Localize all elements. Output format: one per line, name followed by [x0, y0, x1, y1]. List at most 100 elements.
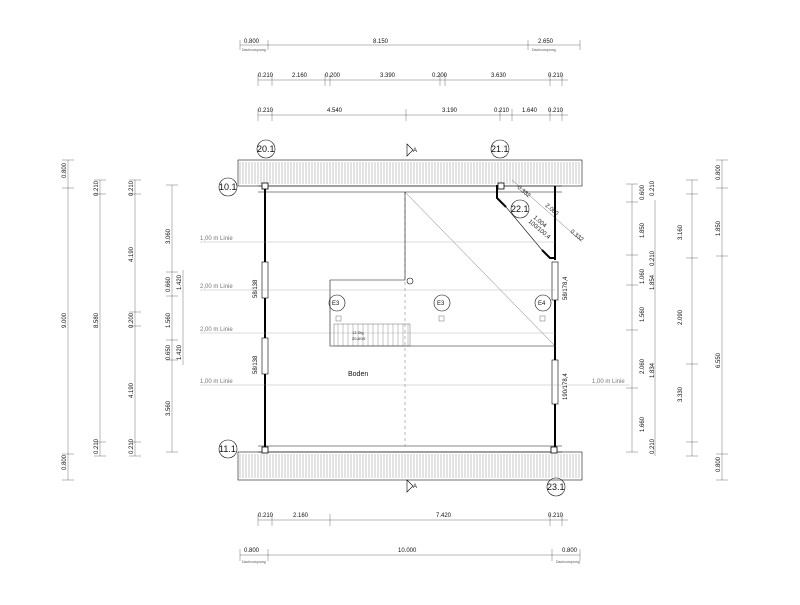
stair-label-size: 20,8/19: [352, 336, 366, 341]
right-dimension-chains: 0.600 1.850 1.060 1.560 2.060 1.660 0.21…: [626, 159, 728, 481]
left-dim-outer-1: 0.800: [62, 162, 68, 178]
window-label-left-1: 58/138: [253, 279, 259, 298]
stair-label-steps: 13 Stg: [352, 330, 364, 335]
right-dim-inner-5: 2.060: [640, 358, 646, 374]
right-dim-inner-1: 0.600: [640, 184, 646, 200]
marker-e3-mid: E3: [437, 301, 445, 307]
window-label-right-1: 58/178,4: [563, 276, 569, 300]
right-dim-outer-1: 0.800: [716, 164, 722, 180]
left-dim-innermost-2: 0.660: [166, 276, 172, 292]
left-dim-mid-1: 0.210: [94, 180, 100, 196]
bottom-dim-1-1: 0.210: [258, 513, 274, 519]
top-dim-2-3: 0.200: [325, 73, 341, 79]
left-dim-extra-2: 1.420: [177, 344, 183, 360]
right-dim-mid-1: 3.160: [678, 224, 684, 240]
exterior-walls: [258, 182, 562, 454]
grid-label-22-1: 22.1: [511, 204, 529, 214]
bottom-dim-2-2: 10.000: [398, 548, 417, 554]
left-dim-inner-2: 4.190: [129, 246, 135, 262]
section-label-bottom: A: [413, 484, 417, 490]
right-dim-mid-2: 2.090: [678, 309, 684, 325]
height-lines: 1,00 m Linie 2,00 m Linie 2,00 m Linie 1…: [200, 236, 630, 386]
top-dim-1-2: 8.150: [373, 39, 389, 45]
top-dim-1-1: 0.800: [244, 39, 260, 45]
equipment-markers: E3 E3 E4: [328, 294, 552, 312]
line-label-3: 2,00 m Linie: [200, 327, 233, 333]
window-label-left-2: 58/138: [253, 355, 259, 374]
line-label-4: 1,00 m Linie: [200, 379, 233, 385]
wall-windows: 58/138 58/138 58/178,4 190/178,4: [253, 261, 569, 405]
right-dim-inner2-4: 1.834: [650, 362, 656, 378]
left-dim-extra-1: 1.420: [177, 274, 183, 290]
grid-axis-21-1: 21.1: [490, 139, 510, 159]
left-dim-mid-3: 0.210: [94, 438, 100, 454]
svg-text:Dachvorsprung: Dachvorsprung: [242, 48, 266, 52]
grid-axis-20-1: 20.1: [256, 139, 276, 159]
grid-label-23-1: 23.1: [547, 482, 565, 492]
right-dim-mid-3: 3.330: [678, 386, 684, 402]
bottom-dimension-chains: 0.210 2.160 7.420 0.210 0.800 10.000 0.8…: [239, 513, 581, 564]
right-dim-inner2-2: 0.210: [650, 250, 656, 266]
left-dim-innermost-1: 3.060: [166, 228, 172, 244]
top-dim-3-2: 4.540: [327, 108, 343, 114]
bottom-dim-1-2: 2.160: [293, 513, 309, 519]
left-dim-outer-2: 9.000: [62, 312, 68, 328]
right-dim-outer-4: 0.800: [716, 456, 722, 472]
top-dim-2-7: 0.210: [548, 73, 564, 79]
stair-opening: 13 Stg 20,8/19: [329, 191, 556, 446]
right-dim-inner2-5: 0.210: [650, 438, 656, 454]
top-dim-1-3: 2.650: [538, 39, 554, 45]
bottom-dim-1-3: 7.420: [436, 513, 452, 519]
diag-dim-4: 0.332: [569, 229, 585, 244]
right-dim-inner-3: 1.060: [640, 268, 646, 284]
right-dim-outer-2: 1.850: [716, 220, 722, 236]
line-label-2: 2,00 m Linie: [200, 284, 233, 290]
top-dim-2-6: 3.630: [491, 73, 507, 79]
roof-band-top: [237, 159, 583, 187]
left-dimension-chains: 0.800 9.000 0.800 0.210 8.580 0.210 0.21…: [62, 159, 184, 481]
svg-text:Dachvorsprung: Dachvorsprung: [556, 560, 580, 564]
right-dim-inner-6: 1.660: [640, 416, 646, 432]
grid-label-10-1: 10.1: [219, 182, 237, 192]
grid-label-20-1: 20.1: [257, 144, 275, 154]
section-marker-top: A: [406, 143, 417, 157]
left-dim-innermost-4: 0.650: [166, 344, 172, 360]
top-dimension-chains: 0.800 8.150 2.650 Dachvorsprung Dachvors…: [239, 39, 581, 121]
top-dim-2-4: 3.390: [380, 73, 396, 79]
grid-axis-11-1: 11.1: [218, 439, 238, 459]
left-dim-inner-3: 0.200: [129, 312, 135, 328]
left-dim-inner-4: 4.190: [129, 382, 135, 398]
right-dim-outer-3: 6.550: [716, 352, 722, 368]
line-label-1: 1,00 m Linie: [200, 236, 233, 242]
right-dim-inner-4: 1.560: [640, 306, 646, 322]
bottom-dim-2-1: 0.800: [244, 548, 260, 554]
grid-axis-22-1: 22.1: [510, 199, 530, 219]
left-dim-innermost-5: 3.560: [166, 400, 172, 416]
left-dim-inner-5: 0.210: [129, 438, 135, 454]
left-dim-mid-2: 8.580: [94, 312, 100, 328]
top-dim-2-2: 2.160: [292, 73, 308, 79]
top-dim-3-3: 3.190: [442, 108, 458, 114]
grid-axis-10-1: 10.1: [218, 177, 238, 197]
room-label: Boden: [348, 371, 368, 378]
roof-band-bottom: [237, 451, 583, 481]
right-dim-inner2-3: 1.854: [650, 274, 656, 290]
top-dim-3-5: 1.640: [522, 108, 538, 114]
bottom-dim-1-4: 0.210: [548, 513, 564, 519]
marker-e3-left: E3: [332, 301, 340, 307]
line-label-5: 1,00 m Linie: [592, 379, 625, 385]
top-dim-3-6: 0.210: [548, 108, 564, 114]
svg-text:Dachvorsprung: Dachvorsprung: [532, 48, 556, 52]
svg-text:Dachvorsprung: Dachvorsprung: [242, 560, 266, 564]
left-dim-inner-1: 0.210: [129, 180, 135, 196]
top-dim-2-1: 0.210: [258, 73, 274, 79]
marker-e4: E4: [538, 301, 546, 307]
right-dim-inner2-1: 0.210: [650, 180, 656, 196]
right-dim-inner-2: 1.850: [640, 222, 646, 238]
grid-label-11-1: 11.1: [219, 444, 236, 454]
left-dim-outer-3: 0.800: [62, 454, 68, 470]
top-dim-3-4: 0.210: [494, 108, 510, 114]
top-dim-2-5: 0.200: [432, 73, 448, 79]
